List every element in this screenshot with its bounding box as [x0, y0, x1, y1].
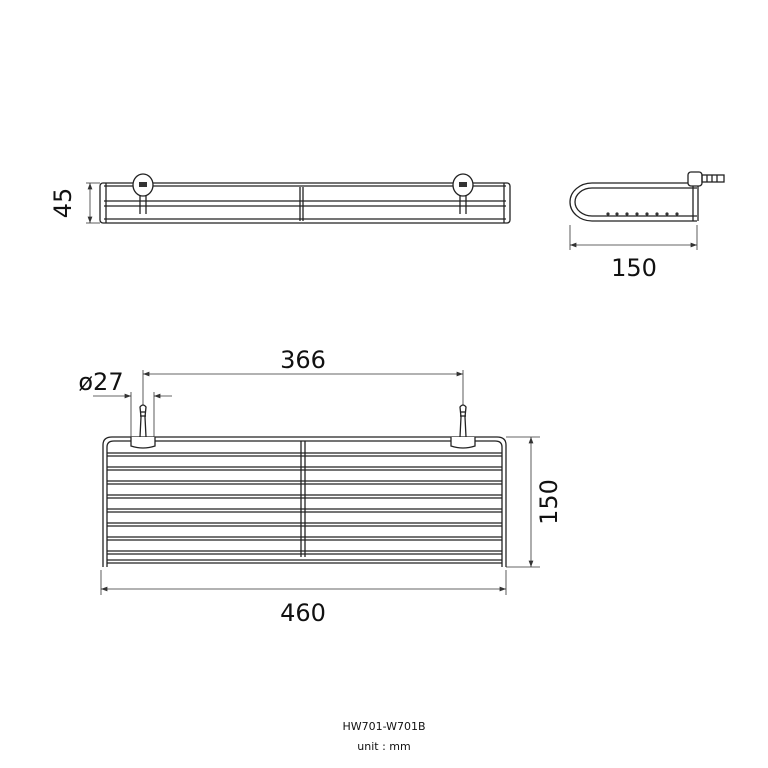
model-number: HW701-W701B	[342, 720, 426, 733]
top-view	[93, 370, 540, 595]
dim-mount-diameter: ø27	[78, 368, 123, 396]
dim-top-depth: 150	[535, 479, 563, 525]
dim-side-depth: 150	[611, 254, 657, 282]
logo-mark-right	[459, 182, 467, 187]
logo-mark-left	[139, 182, 147, 187]
side-view	[569, 171, 725, 250]
front-view	[86, 173, 511, 224]
dim-front-height: 45	[49, 188, 77, 219]
dim-mount-spacing: 366	[280, 346, 326, 374]
dim-total-width: 460	[280, 599, 326, 627]
unit-label: unit : mm	[357, 740, 411, 753]
